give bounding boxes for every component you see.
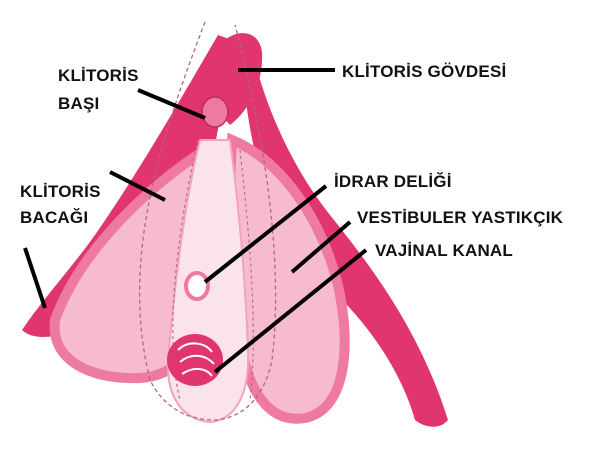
leader-line-vaginal-canal	[213, 248, 368, 374]
vaginal-opening-shape	[167, 334, 223, 386]
left-crus-shape	[22, 35, 232, 337]
label-clitoris-leg-line2: BACAĞI	[20, 208, 89, 227]
label-clitoris-leg-line1: KLİTORİS	[20, 182, 101, 201]
leader-line-clitoris-head	[137, 88, 206, 120]
leader-line-urethral-opening	[203, 184, 328, 284]
label-clitoris-head-line1: KLİTORİS	[58, 66, 139, 85]
leader-line-clitoris-leg-lower	[23, 247, 47, 309]
labia-dashed-outline	[138, 21, 277, 421]
label-clitoris-body: KLİTORİS GÖVDESİ	[342, 62, 507, 81]
right-crus-shape	[240, 40, 448, 427]
inner-dashed-outline	[172, 139, 254, 401]
leader-line-vestibular-bulb	[290, 220, 352, 274]
label-vestibular-bulb: VESTİBULER YASTIKÇIK	[357, 208, 564, 227]
vaginal-canal-folds	[177, 342, 215, 377]
label-vaginal-canal: VAJİNAL KANAL	[375, 241, 513, 260]
clitoris-head-shape	[201, 96, 229, 128]
urethral-opening-shape	[184, 271, 210, 301]
label-urethral-opening: İDRAR DELİĞİ	[334, 172, 452, 191]
leader-line-clitoris-leg-upper	[109, 170, 166, 202]
label-clitoris-head-line2: BAŞI	[58, 94, 100, 113]
